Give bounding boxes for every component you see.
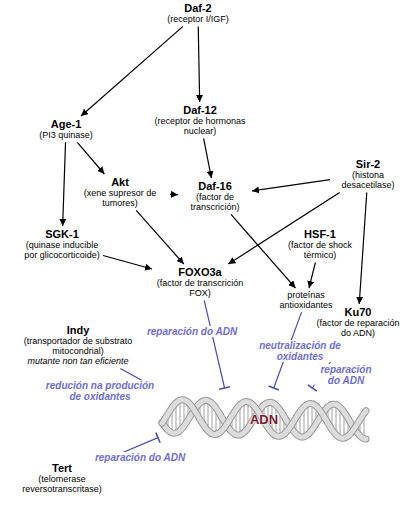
gene-node: Ku70(factor de reparación do ADN) <box>311 306 405 338</box>
arrow-connector <box>231 214 295 288</box>
node-caption: (factor de transcrición FOX) <box>154 278 246 298</box>
backbone <box>162 400 366 439</box>
backbone-outline <box>162 400 366 439</box>
backbone-outline <box>162 400 366 439</box>
node-title: Akt <box>72 176 168 188</box>
arrow-connector <box>252 180 330 191</box>
node-title: Tert <box>12 462 112 474</box>
node-title: Daf-16 <box>180 180 250 192</box>
node-caption: (factor de transcrición) <box>180 192 250 212</box>
gene-node: SGK-1(quinase inducible por glicocortico… <box>23 228 101 260</box>
dna-helix: ADN <box>158 388 370 450</box>
arrow-connector <box>309 262 315 288</box>
edge-label: reparación do ADN <box>145 326 239 337</box>
node-caption: (histona desacetilase) <box>332 170 404 190</box>
gene-node: Daf-16(factor de transcrición) <box>180 180 250 212</box>
node-title: Daf-12 <box>154 104 246 116</box>
arrow-connector <box>77 142 104 174</box>
gene-node: Sir-2(histona desacetilase) <box>332 158 404 190</box>
node-title: Ku70 <box>311 306 405 318</box>
node-title: Age-1 <box>37 118 95 130</box>
node-caption: (quinase inducible por glicocorticoide) <box>23 240 101 260</box>
gene-node: Age-1(PI3 quinase) <box>37 118 95 140</box>
gene-node: FOXO3a(factor de transcrición FOX) <box>154 266 246 298</box>
edge-label: reparación do ADN <box>93 452 187 463</box>
node-caption: mutante non tan eficiente <box>21 356 135 366</box>
node-caption: (receptor I/IGF) <box>167 14 229 24</box>
arrow-connector <box>63 142 66 226</box>
gene-node: Akt(xene supresor de tumores) <box>72 176 168 208</box>
gene-node: Tert(telomerase reversotranscritase) <box>12 462 112 494</box>
node-caption: (receptor de hormonas nuclear) <box>154 116 246 136</box>
edge-label: redución na produción de oxidantes <box>38 380 162 402</box>
arrow-connector <box>136 210 184 264</box>
node-caption: (telomerase reversotranscritase) <box>12 474 112 494</box>
node-title: HSF-1 <box>285 228 355 240</box>
node-title: Indy <box>21 324 135 336</box>
node-caption: (factor de shock térmico) <box>285 240 355 260</box>
node-title: FOXO3a <box>154 266 246 278</box>
edge-label: reparación do ADN <box>315 364 378 386</box>
arrow-connector <box>359 192 367 304</box>
edge-label: neutralización de oxidantes <box>253 340 347 362</box>
gene-node: Indy(transportador de substrato mitocond… <box>21 324 135 367</box>
inhibition-line <box>204 300 224 388</box>
dna-label: ADN <box>250 412 278 427</box>
gene-node: Daf-12(receptor de hormonas nuclear) <box>154 104 246 136</box>
node-title: Daf-2 <box>167 2 229 14</box>
backbone <box>162 400 366 439</box>
node-title: Sir-2 <box>332 158 404 170</box>
arrow-connector <box>198 26 199 102</box>
arrow-connector <box>81 26 183 116</box>
node-caption: (factor de reparación do ADN) <box>311 318 405 338</box>
arrow-connector <box>170 194 178 196</box>
node-title: proteínas antioxidantes <box>268 290 344 310</box>
gene-node: Daf-2(receptor I/IGF) <box>167 2 229 24</box>
node-caption: (transportador de substrato mitocondrial… <box>21 336 135 356</box>
arrow-connector <box>204 138 212 178</box>
gene-node: proteínas antioxidantes <box>268 290 344 310</box>
node-title: SGK-1 <box>23 228 101 240</box>
node-caption: (PI3 quinase) <box>37 130 95 140</box>
gene-node: HSF-1(factor de shock térmico) <box>285 228 355 260</box>
arrow-connector <box>103 256 152 269</box>
node-caption: (xene supresor de tumores) <box>72 188 168 208</box>
